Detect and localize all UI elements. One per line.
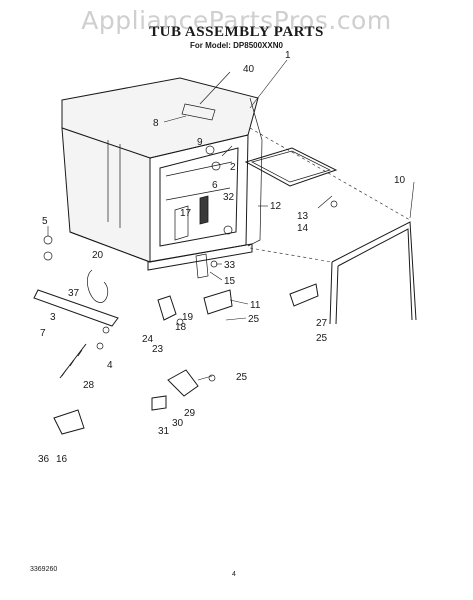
callout-31: 31 — [158, 426, 170, 437]
callout-25-upper: 25 — [248, 314, 260, 325]
callout-6: 6 — [212, 180, 218, 191]
callout-4: 4 — [107, 360, 113, 371]
callout-1: 1 — [285, 50, 291, 61]
callout-12: 12 — [270, 201, 282, 212]
heating-element — [244, 147, 338, 187]
callout-28: 28 — [83, 380, 95, 391]
callout-3: 3 — [50, 312, 56, 323]
watermark: AppliancePartsPros.com — [81, 6, 392, 35]
diagram-title: TUB ASSEMBLY PARTS — [149, 24, 324, 40]
callout-10: 10 — [394, 175, 406, 186]
callout-20: 20 — [92, 250, 104, 261]
callout-36: 36 — [38, 454, 50, 465]
tub-body — [61, 77, 263, 271]
callout-11: 11 — [250, 300, 261, 311]
callout-29: 29 — [184, 408, 196, 419]
callout-labels: 1 40 8 9 2 6 32 12 13 14 10 17 5 33 20 1… — [38, 50, 406, 465]
callout-25-lower: 25 — [236, 372, 248, 383]
model-label: For Model: DP8500XXN0 — [190, 41, 283, 50]
callout-33: 33 — [224, 260, 236, 271]
callout-14: 14 — [297, 223, 309, 234]
callout-23: 23 — [152, 344, 164, 355]
callout-2: 2 — [230, 162, 236, 173]
callout-32: 32 — [223, 192, 235, 203]
page-number: 4 — [232, 571, 236, 578]
callout-25-right: 25 — [316, 333, 328, 344]
callout-30: 30 — [172, 418, 184, 429]
lower-parts — [33, 145, 338, 435]
callout-16: 16 — [56, 454, 68, 465]
callout-15: 15 — [224, 276, 236, 287]
callout-13: 13 — [297, 211, 309, 222]
callout-5: 5 — [42, 216, 48, 227]
callout-19: 19 — [182, 312, 194, 323]
document-code: 3369260 — [30, 566, 58, 573]
callout-7: 7 — [40, 328, 46, 339]
callout-37: 37 — [68, 288, 80, 299]
callout-17: 17 — [180, 208, 192, 219]
leader-lines — [47, 59, 415, 381]
door-gasket-frame — [249, 127, 417, 325]
callout-24: 24 — [142, 334, 154, 345]
callout-8: 8 — [153, 118, 159, 129]
callout-18: 18 — [175, 322, 187, 333]
callout-40: 40 — [243, 64, 255, 75]
callout-9: 9 — [197, 137, 203, 148]
callout-27: 27 — [316, 318, 328, 329]
